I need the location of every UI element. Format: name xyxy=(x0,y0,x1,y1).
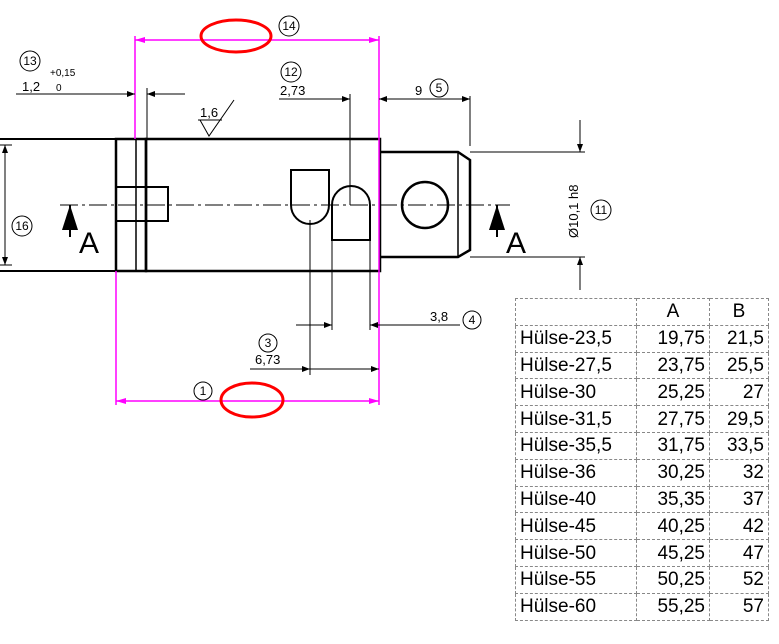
dimension-3 xyxy=(250,220,379,375)
row-name: Hülse-23,5 xyxy=(515,324,637,353)
row-a: 19,75 xyxy=(636,324,710,353)
row-name: Hülse-60 xyxy=(515,592,637,621)
section-arrow-right xyxy=(489,205,505,237)
row-a: 31,75 xyxy=(636,431,710,460)
balloon-12 xyxy=(280,61,302,83)
row-b: 37 xyxy=(709,485,769,514)
row-name: Hülse-27,5 xyxy=(515,351,637,380)
row-b: 21,5 xyxy=(709,324,769,353)
row-b: 29,5 xyxy=(709,405,769,433)
section-label-right: A xyxy=(506,227,526,260)
balloon-3-label: 3 xyxy=(265,336,272,350)
dimension-12 xyxy=(279,94,400,205)
row-name: Hülse-36 xyxy=(515,458,637,487)
row-name: Hülse-35,5 xyxy=(515,431,637,460)
row-b: 27 xyxy=(709,378,769,407)
magenta-extension-lines xyxy=(115,36,380,405)
dimension-5 xyxy=(400,96,471,146)
row-a: 30,25 xyxy=(636,458,710,487)
dimension-4 xyxy=(296,240,460,330)
balloon-11-label: 11 xyxy=(595,203,608,217)
balloon-4 xyxy=(462,310,482,330)
row-name: Hülse-30 xyxy=(515,378,637,407)
balloon-13 xyxy=(19,50,41,72)
dimension-13 xyxy=(16,88,185,139)
highlight-ellipse-bottom xyxy=(219,381,285,419)
table-header-name xyxy=(515,298,637,326)
row-b: 42 xyxy=(709,512,769,541)
row-b: 25,5 xyxy=(709,351,769,380)
balloon-5 xyxy=(429,78,449,98)
balloon-12-label: 12 xyxy=(284,65,298,79)
tolerance-lower: 0 xyxy=(56,83,62,94)
row-a: 25,25 xyxy=(636,378,710,407)
slot-lower xyxy=(331,185,371,241)
flange-slot xyxy=(116,186,169,222)
row-b: 32 xyxy=(709,458,769,487)
table-header-a: A xyxy=(636,298,710,326)
tolerance-upper: +0,15 xyxy=(50,68,76,79)
row-b: 33,5 xyxy=(709,431,769,460)
balloon-1-label: 1 xyxy=(200,384,207,398)
dimension-6-73: 6,73 xyxy=(255,352,280,367)
slot-upper xyxy=(290,169,330,225)
row-name: Hülse-50 xyxy=(515,539,637,567)
row-a: 27,75 xyxy=(636,405,710,433)
balloon-5-label: 5 xyxy=(436,81,443,95)
section-arrow-left xyxy=(62,205,78,237)
highlight-ellipse-top xyxy=(199,18,273,54)
balloon-14-label: 14 xyxy=(282,19,296,33)
balloon-4-label: 4 xyxy=(469,313,476,327)
balloon-16-label: 16 xyxy=(15,219,29,233)
row-name: Hülse-40 xyxy=(515,485,637,514)
balloon-1 xyxy=(193,381,213,401)
dimension-2-73: 2,73 xyxy=(280,83,305,98)
roughness-value: 1,6 xyxy=(200,105,218,120)
dimension-11 xyxy=(470,120,585,290)
balloon-11 xyxy=(590,199,612,221)
balloon-13-label: 13 xyxy=(23,54,37,68)
left-extension-lines xyxy=(0,138,116,272)
row-a: 35,35 xyxy=(636,485,710,514)
row-b: 52 xyxy=(709,565,769,594)
row-name: Hülse-45 xyxy=(515,512,637,541)
dimension-diameter: Ø10,1 h8 xyxy=(566,185,581,239)
row-name: Hülse-55 xyxy=(515,565,637,594)
section-label-left: A xyxy=(79,227,99,260)
row-a: 55,25 xyxy=(636,592,710,621)
dimension-3-8: 3,8 xyxy=(430,309,448,324)
roughness-symbol xyxy=(198,99,235,137)
row-a: 40,25 xyxy=(636,512,710,541)
row-a: 50,25 xyxy=(636,565,710,594)
table-header-row: A B xyxy=(515,298,769,326)
row-b: 57 xyxy=(709,592,769,621)
dimension-9: 9 xyxy=(415,83,422,98)
row-a: 23,75 xyxy=(636,351,710,380)
row-name: Hülse-31,5 xyxy=(515,405,637,433)
balloon-14 xyxy=(278,15,300,37)
balloon-16 xyxy=(11,215,33,237)
table-header-b: B xyxy=(709,298,769,326)
row-a: 45,25 xyxy=(636,539,710,567)
row-b: 47 xyxy=(709,539,769,567)
balloon-3 xyxy=(258,333,278,353)
dimension-1-2: 1,2 xyxy=(22,79,40,94)
